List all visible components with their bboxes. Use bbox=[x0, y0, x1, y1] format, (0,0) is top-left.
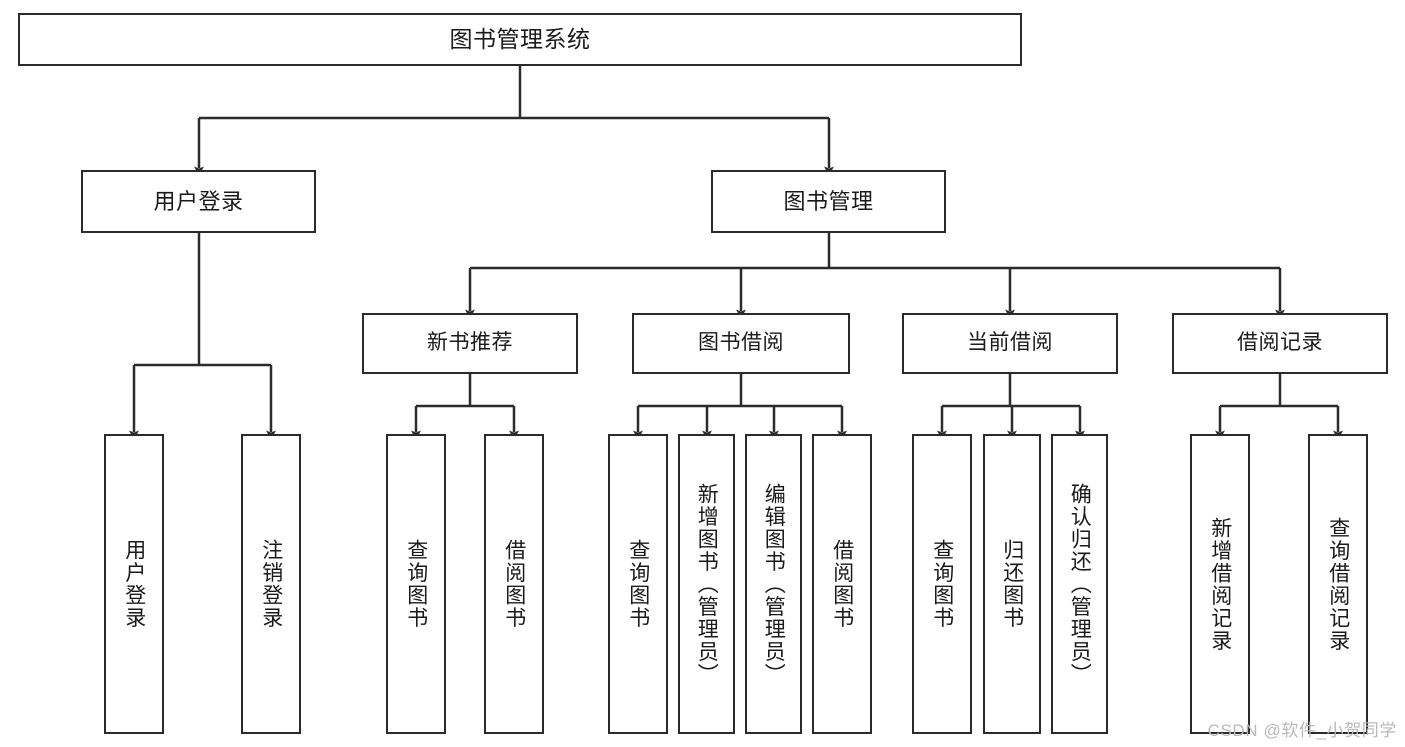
node-label-leaf-rec-borrow: 借阅图书 bbox=[502, 539, 526, 629]
node-user-login[interactable]: 用户登录 bbox=[81, 170, 316, 233]
node-label-leaf-user-logout: 注销登录 bbox=[259, 539, 283, 629]
node-cur-borrow[interactable]: 当前借阅 bbox=[902, 313, 1118, 374]
node-leaf-cb-query[interactable]: 查询图书 bbox=[912, 434, 972, 734]
node-label-leaf-bb-add: 新增图书（管理员） bbox=[695, 482, 719, 686]
node-label-leaf-bb-borrow: 借阅图书 bbox=[830, 539, 854, 629]
node-label-leaf-rec-query: 查询图书 bbox=[404, 539, 428, 629]
node-label-leaf-bb-edit: 编辑图书（管理员） bbox=[762, 482, 786, 686]
node-leaf-cb-confirm[interactable]: 确认归还（管理员） bbox=[1051, 434, 1108, 734]
node-book-borrow[interactable]: 图书借阅 bbox=[632, 313, 850, 374]
node-book-manage[interactable]: 图书管理 bbox=[711, 170, 946, 233]
node-leaf-rec-borrow[interactable]: 借阅图书 bbox=[484, 434, 544, 734]
node-label-user-login: 用户登录 bbox=[153, 188, 244, 214]
node-leaf-bl-query[interactable]: 查询借阅记录 bbox=[1308, 434, 1368, 734]
node-leaf-bb-add[interactable]: 新增图书（管理员） bbox=[678, 434, 735, 734]
node-label-leaf-bb-query: 查询图书 bbox=[626, 539, 650, 629]
node-label-leaf-user-login: 用户登录 bbox=[122, 539, 146, 629]
node-leaf-bl-add[interactable]: 新增借阅记录 bbox=[1190, 434, 1250, 734]
node-borrow-log[interactable]: 借阅记录 bbox=[1172, 313, 1388, 374]
node-label-borrow-log: 借阅记录 bbox=[1237, 331, 1323, 355]
node-leaf-user-logout[interactable]: 注销登录 bbox=[241, 434, 301, 734]
node-leaf-bb-query[interactable]: 查询图书 bbox=[608, 434, 668, 734]
node-label-root: 图书管理系统 bbox=[449, 25, 591, 52]
node-new-book-rec[interactable]: 新书推荐 bbox=[362, 313, 578, 374]
edge-layer bbox=[129, 66, 1343, 440]
node-label-cur-borrow: 当前借阅 bbox=[967, 331, 1053, 355]
node-label-new-book-rec: 新书推荐 bbox=[427, 331, 513, 355]
node-label-leaf-bl-add: 新增借阅记录 bbox=[1208, 516, 1232, 652]
node-root[interactable]: 图书管理系统 bbox=[18, 13, 1022, 66]
node-label-leaf-bl-query: 查询借阅记录 bbox=[1326, 516, 1350, 652]
node-leaf-cb-return[interactable]: 归还图书 bbox=[983, 434, 1041, 734]
node-label-leaf-cb-query: 查询图书 bbox=[930, 539, 954, 629]
node-leaf-user-login[interactable]: 用户登录 bbox=[104, 434, 164, 734]
node-leaf-bb-edit[interactable]: 编辑图书（管理员） bbox=[745, 434, 802, 734]
node-label-book-manage: 图书管理 bbox=[783, 188, 874, 214]
node-label-book-borrow: 图书借阅 bbox=[698, 331, 784, 355]
node-leaf-bb-borrow[interactable]: 借阅图书 bbox=[812, 434, 872, 734]
node-label-leaf-cb-return: 归还图书 bbox=[1000, 539, 1024, 629]
node-leaf-rec-query[interactable]: 查询图书 bbox=[386, 434, 446, 734]
node-label-leaf-cb-confirm: 确认归还（管理员） bbox=[1068, 482, 1092, 686]
